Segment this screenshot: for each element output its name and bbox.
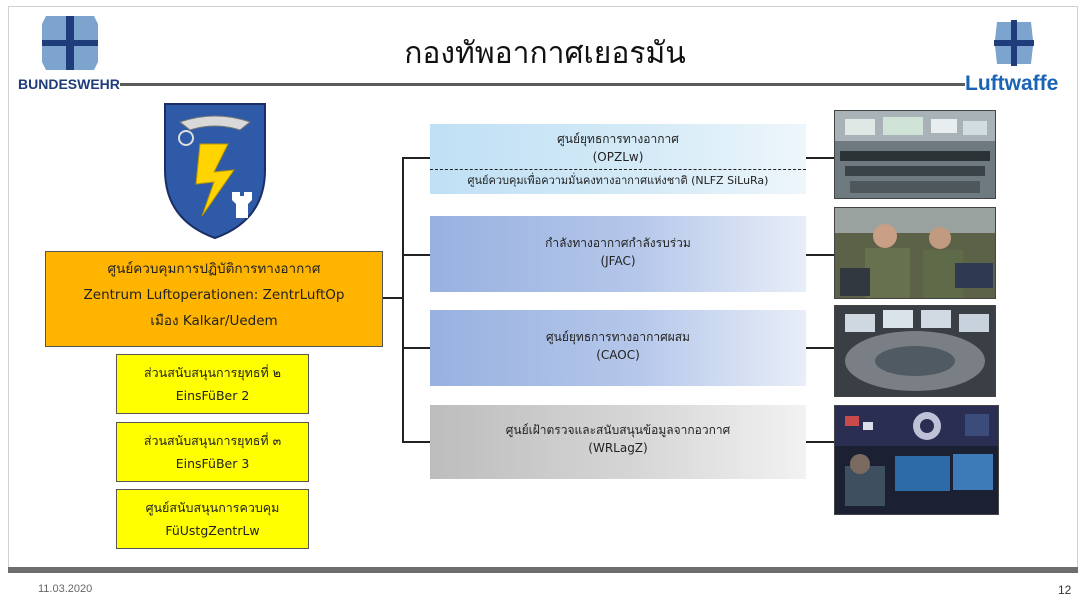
wrlagz-line1: ศูนย์เฝ้าตรวจและสนับสนุนข้อมูลจากอวกาศ (505, 423, 731, 437)
luftwaffe-logo (993, 18, 1035, 68)
zentrluftop-line3: เมือง Kalkar/Uedem (150, 313, 278, 329)
connector-vertical-trunk (402, 157, 404, 442)
opzlw-line2: (OPZLw) (592, 150, 644, 164)
einsfueber2-line1: ส่วนสนับสนุนการยุทธที่ ๒ (144, 365, 281, 380)
connector-branch-1 (402, 157, 430, 159)
einsfueber2-line2: EinsFüBer 2 (175, 388, 250, 403)
opzlw-photo (834, 110, 996, 199)
zentrluftop-line2: Zentrum Luftoperationen: ZentrLuftOp (83, 287, 345, 303)
bundeswehr-text: BUNDESWEHR (18, 76, 120, 92)
luftwaffe-cross-icon (994, 20, 1034, 66)
opzlw-box: ศูนย์ยุทธการทางอากาศ (OPZLw) ศูนย์ควบคุม… (430, 124, 806, 194)
wrlagz-photo (834, 405, 999, 515)
opzlw-line3: ศูนย์ควบคุมเพื่อความมั่นคงทางอากาศแห่งชา… (467, 174, 769, 187)
zentrluftop-line1: ศูนย์ควบคุมการปฏิบัติการทางอากาศ (107, 261, 321, 277)
page-number: 12 (1058, 583, 1072, 597)
header-rule (120, 83, 965, 86)
bundeswehr-logo (30, 12, 110, 74)
jfac-line2: (JFAC) (600, 254, 636, 268)
connector-horizontal-left (383, 297, 403, 299)
jfac-photo (834, 207, 996, 299)
jfac-box: กำลังทางอากาศกำลังรบร่วม (JFAC) (430, 216, 806, 292)
footer-bar (8, 567, 1078, 573)
photo-connector-1 (806, 157, 834, 159)
caoc-line1: ศูนย์ยุทธการทางอากาศผสม (546, 330, 690, 344)
einsfueber2-box: ส่วนสนับสนุนการยุทธที่ ๒ EinsFüBer 2 (116, 354, 309, 414)
connector-branch-3 (402, 347, 430, 349)
photo-connector-4 (806, 441, 834, 443)
opzlw-line1: ศูนย์ยุทธการทางอากาศ (557, 132, 679, 146)
einsfueber3-line1: ส่วนสนับสนุนการยุทธที่ ๓ (143, 433, 282, 448)
wrlagz-box: ศูนย์เฝ้าตรวจและสนับสนุนข้อมูลจากอวกาศ (… (430, 405, 806, 479)
wrlagz-line2: (WRLagZ) (588, 441, 648, 455)
fuustgzentrlw-line2: FüUstgZentrLw (165, 523, 260, 538)
zentrluftop-crest (160, 100, 270, 240)
connector-branch-4 (402, 441, 430, 443)
zentrluftop-box: ศูนย์ควบคุมการปฏิบัติการทางอากาศ Zentrum… (45, 251, 383, 347)
page-title: กองทัพอากาศเยอรมัน (404, 36, 686, 71)
zentrluftop-crest-icon (164, 103, 266, 240)
photo-connector-3 (806, 347, 834, 349)
caoc-box: ศูนย์ยุทธการทางอากาศผสม (CAOC) (430, 310, 806, 386)
jfac-line1: กำลังทางอากาศกำลังรบร่วม (545, 236, 691, 250)
caoc-photo (834, 305, 996, 397)
einsfueber3-line2: EinsFüBer 3 (175, 456, 250, 471)
fuustgzentrlw-box: ศูนย์สนับสนุนการควบคุม FüUstgZentrLw (116, 489, 309, 549)
footer-date: 11.03.2020 (38, 583, 93, 595)
caoc-line2: (CAOC) (596, 348, 640, 362)
bundeswehr-cross-icon (30, 12, 110, 74)
fuustgzentrlw-line1: ศูนย์สนับสนุนการควบคุม (145, 500, 280, 515)
einsfueber3-box: ส่วนสนับสนุนการยุทธที่ ๓ EinsFüBer 3 (116, 422, 309, 482)
connector-branch-2 (402, 254, 430, 256)
photo-connector-2 (806, 254, 834, 256)
opzlw-divider (430, 169, 806, 170)
luftwaffe-text: Luftwaffe (965, 72, 1059, 95)
